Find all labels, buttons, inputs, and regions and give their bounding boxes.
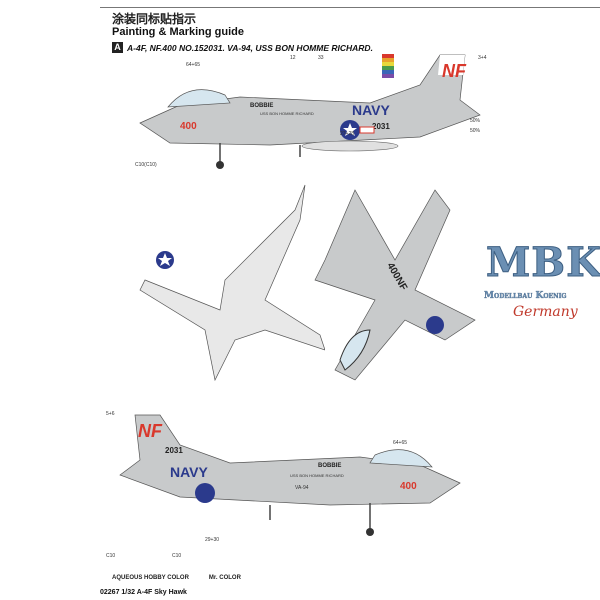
landing-gear-bottom — [269, 503, 371, 530]
callout-3-4: 3+4 — [478, 55, 487, 61]
callout-33: 33 — [318, 55, 324, 61]
callout-64-65-top: 64+65 — [186, 62, 201, 68]
side-view-top: NF NAVY 2031 BOBBIE 400 USS BON HOMME RI… — [139, 54, 481, 169]
callout-c10-mid: C10(C10) — [135, 162, 157, 168]
landing-gear — [219, 143, 301, 163]
aircraft-name: BOBBIE — [250, 103, 273, 109]
callout-c10-left: C10 — [106, 553, 116, 559]
side-view-bottom: NF NAVY 2031 BOBBIE USS BON HOMME RICHAR… — [119, 414, 461, 536]
mbk-logo: MBK — [486, 239, 600, 286]
aircraft-name-bottom: BOBBIE — [318, 463, 341, 469]
percent-1: 50% — [470, 118, 481, 124]
logo-country: Germany — [513, 304, 578, 320]
underside-star — [158, 253, 172, 266]
color-chips — [382, 54, 394, 78]
ship-name-bottom: USS BON HOMME RICHARD — [290, 473, 344, 478]
underside-airframe — [139, 184, 325, 382]
logo-subtitle: Modellbau Koenig — [484, 291, 567, 301]
callout-5-6: 5+6 — [106, 411, 115, 417]
navy-text-bottom: NAVY — [170, 464, 209, 480]
header: 涂装同标贴指示 Painting & Marking guide — [112, 13, 244, 39]
tail-code-bottom: NF — [138, 421, 163, 441]
upper-view: 400NF — [314, 189, 476, 381]
scheme-badge: A — [112, 42, 123, 53]
star — [343, 123, 357, 136]
tail-stripe — [438, 55, 465, 75]
serial: 2031 — [372, 122, 390, 131]
callout-27-28: 27+28 — [340, 131, 355, 137]
serial-bottom: 2031 — [165, 446, 183, 455]
upper-roundel — [426, 316, 444, 334]
title-chinese: 涂装同标贴指示 — [112, 12, 197, 26]
callout-c10-right: C10 — [172, 553, 182, 559]
percent-2: 50% — [470, 128, 481, 134]
roundel-bar — [359, 126, 375, 134]
callout-64-65-bottom: 64+65 — [393, 440, 408, 446]
fuselage-bottom — [119, 414, 461, 506]
canopy-bottom — [369, 449, 433, 468]
color-legend: AQUEOUS HOBBY COLOR Mr. COLOR — [112, 575, 241, 581]
scheme-description: A-4F, NF.400 NO.152031. VA-94, USS BON H… — [127, 42, 373, 53]
drop-tank — [301, 140, 399, 152]
navy-text: NAVY — [352, 102, 391, 118]
modex-bottom: 400 — [400, 481, 417, 492]
ship-name: USS BON HOMME RICHARD — [260, 111, 314, 116]
callout-29-30: 29+30 — [205, 537, 220, 543]
nose-wheel-bottom — [366, 528, 374, 536]
upper-canopy — [339, 329, 371, 371]
nose-wheel — [216, 161, 224, 169]
roundel-bottom — [195, 483, 215, 503]
scheme-line: A A-4F, NF.400 NO.152031. VA-94, USS BON… — [112, 42, 373, 53]
tail-code: NF — [442, 61, 467, 81]
top-rule — [100, 7, 600, 8]
underside-view — [139, 184, 325, 382]
squadron-bottom: VA-94 — [295, 485, 309, 491]
callout-12: 12 — [290, 55, 296, 61]
legend-aqueous: AQUEOUS HOBBY COLOR — [112, 575, 189, 581]
canopy — [167, 89, 231, 108]
legend-mr-color: Mr. COLOR — [208, 575, 241, 581]
modex: 400 — [180, 121, 197, 132]
footer: 02267 1/32 A-4F Sky Hawk — [100, 589, 187, 596]
title-english: Painting & Marking guide — [112, 26, 245, 38]
upper-airframe — [314, 189, 476, 381]
